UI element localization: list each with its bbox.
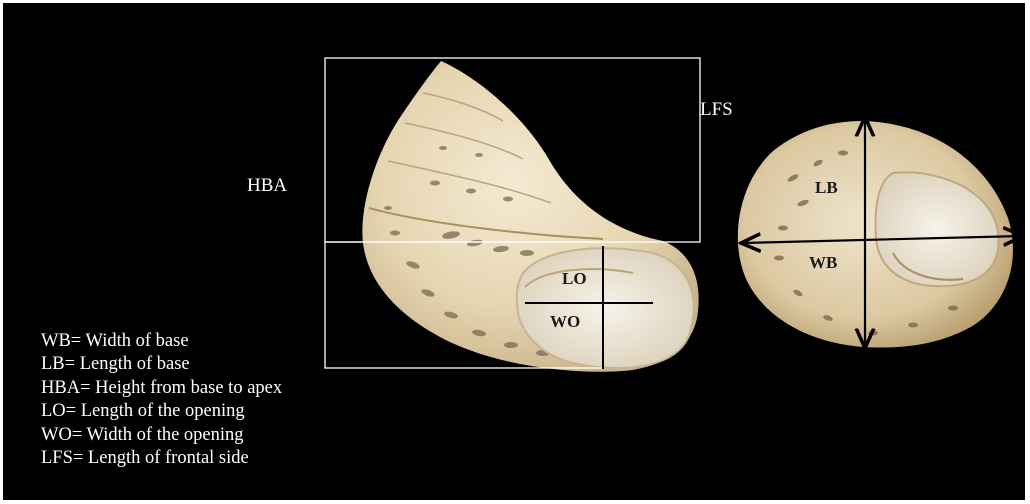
lo-label: LO bbox=[562, 270, 587, 287]
figure-frame: HBA LFS LO WO LB WB WB= Width of base LB… bbox=[3, 3, 1025, 500]
wo-label: WO bbox=[550, 313, 580, 330]
lfs-label: LFS bbox=[700, 100, 733, 119]
wb-label: WB bbox=[809, 254, 837, 271]
legend-item: LB= Length of base bbox=[41, 353, 282, 376]
shell-opening bbox=[517, 248, 694, 368]
abbreviation-legend: WB= Width of base LB= Length of base HBA… bbox=[41, 330, 282, 470]
shell-base-view bbox=[738, 121, 1013, 347]
lb-label: LB bbox=[815, 179, 838, 196]
legend-item: HBA= Height from base to apex bbox=[41, 377, 282, 400]
legend-item: LO= Length of the opening bbox=[41, 400, 282, 423]
hba-label: HBA bbox=[247, 176, 287, 195]
legend-item: WB= Width of base bbox=[41, 330, 282, 353]
shell-side-view bbox=[362, 61, 698, 372]
legend-item: WO= Width of the opening bbox=[41, 424, 282, 447]
legend-item: LFS= Length of frontal side bbox=[41, 447, 282, 470]
